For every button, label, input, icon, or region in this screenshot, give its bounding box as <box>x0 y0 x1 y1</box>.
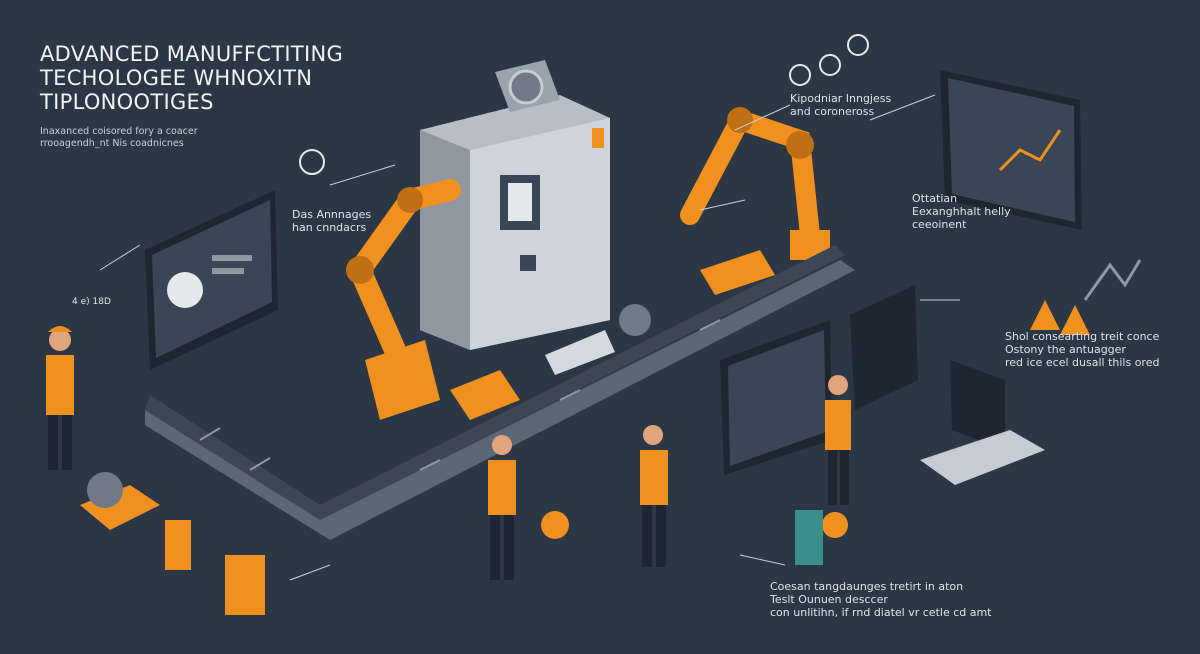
caption-text: Teslt Ounuen desccer <box>770 593 888 606</box>
caption-bottom: Coesan tangdaunges tretirt in aton Teslt… <box>770 580 992 619</box>
orange-robot-arm-left <box>346 179 461 420</box>
caption-text: Das Annnages <box>292 208 372 221</box>
gear-icon <box>87 472 123 508</box>
caption-top-left: Das Annnages han cnndacrs <box>292 208 371 234</box>
conveyor-belt <box>145 245 855 540</box>
central-machine <box>420 60 610 350</box>
floating-icons <box>299 34 1142 565</box>
subtitle-line-2: rrooagendh_nt Nis coadnicnes <box>40 138 184 149</box>
worker-center <box>488 435 516 580</box>
caption-right-mid: Ottatian Eexanghhalt helly ceeoinent <box>912 192 1011 231</box>
caption-right-low: Shol consearting treit conce Ostony the … <box>1005 330 1159 369</box>
caption-text: 4 e) 18D <box>72 297 111 307</box>
caption-text: Ottatian <box>912 192 958 205</box>
caption-text: red ice ecel dusall thils ored <box>1005 356 1160 369</box>
caption-text: ceeoinent <box>912 218 967 231</box>
connector-lines <box>99 94 960 581</box>
gear-icon <box>541 511 569 539</box>
right-monitor-low <box>920 360 1045 485</box>
page-subtitle: Inaxanced coisored fory a coacer rrooage… <box>40 126 260 150</box>
left-monitor <box>145 190 278 370</box>
triangle-icon <box>1060 305 1090 335</box>
title-line-3: TIPLONOOTIGES <box>40 90 214 114</box>
settings-icon <box>789 64 811 86</box>
triangle-icon <box>1030 300 1060 330</box>
subtitle-line-1: Inaxanced coisored fory a coacer <box>40 126 198 137</box>
gear-icon <box>508 69 544 105</box>
parts-stacks <box>80 472 848 615</box>
worker-far-right <box>825 375 851 505</box>
caption-text: Eexanghhalt helly <box>912 205 1011 218</box>
caption-text: and coroneross <box>790 105 875 118</box>
caption-top-center: Kipodniar Inngjess and coroneross <box>790 92 891 118</box>
document-icon <box>795 510 823 565</box>
chat-icon <box>299 149 325 175</box>
gear-icon <box>822 512 848 538</box>
lock-icon <box>847 34 869 56</box>
worker-left <box>46 326 74 470</box>
orange-robot-arm-right <box>680 107 830 260</box>
caption-text: Kipodniar Inngjess <box>790 92 892 105</box>
worker-right <box>640 425 668 567</box>
page-title: ADVANCED MANUFFCTITING TECHOLOGEE WHNOXI… <box>40 42 370 114</box>
caption-text: Ostony the antuagger <box>1005 343 1126 356</box>
caption-text: Coesan tangdaunges tretirt in aton <box>770 580 964 593</box>
title-line-2: TECHOLOGEE WHNOXITN <box>40 66 313 90</box>
person-icon <box>819 54 841 76</box>
caption-text: con unlitihn, if rnd diatel vr cetle cd … <box>770 606 992 619</box>
title-line-1: ADVANCED MANUFFCTITING <box>40 42 344 66</box>
caption-left-small: 4 e) 18D <box>72 296 111 309</box>
caption-text: han cnndacrs <box>292 221 367 234</box>
right-monitor-mid <box>720 285 918 475</box>
caption-text: Shol consearting treit conce <box>1005 330 1160 343</box>
right-monitor-top <box>940 70 1082 230</box>
